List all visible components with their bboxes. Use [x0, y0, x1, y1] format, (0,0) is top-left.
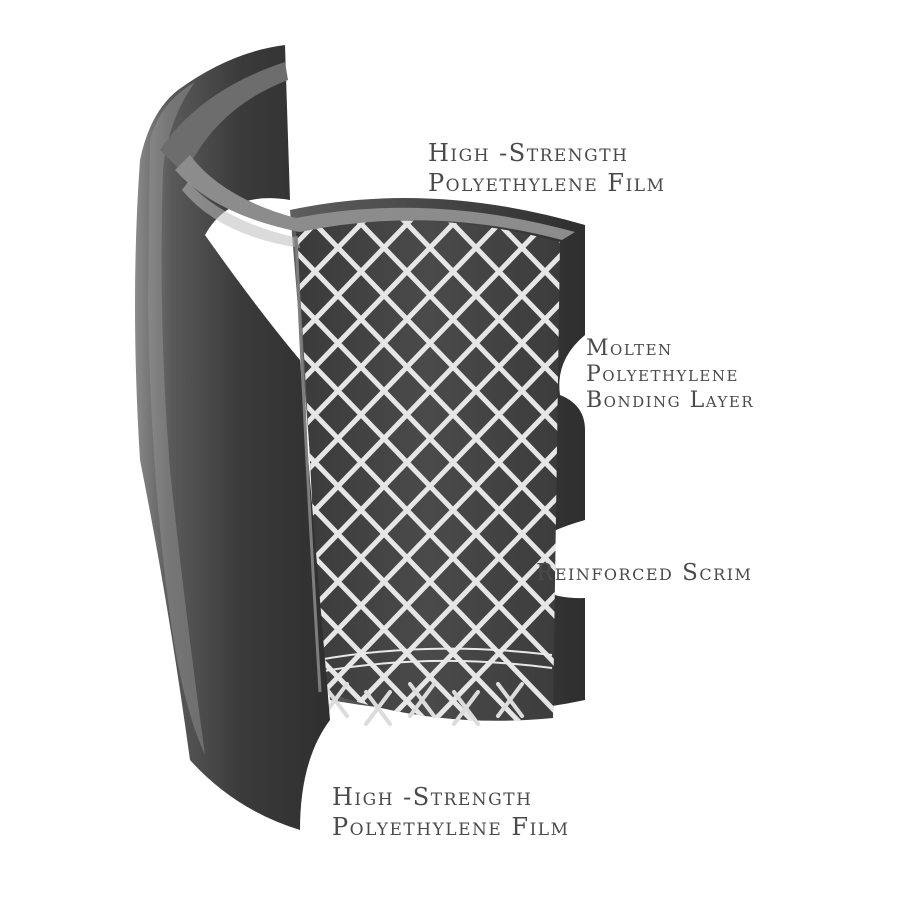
- scrim-strand: [660, 200, 900, 760]
- bottom-film-label: High -Strength Polyethylene Film: [332, 782, 569, 842]
- scrim-strand: [844, 200, 900, 760]
- bonding-layer-label-line3: Bonding Layer: [586, 388, 754, 414]
- scrim-strand: [0, 200, 16, 760]
- scrim-strand: [890, 200, 900, 760]
- scrim-strand: [752, 200, 900, 760]
- top-film-label-line1: High -Strength: [428, 138, 665, 168]
- bonding-layer-label: Molten Polyethylene Bonding Layer: [586, 336, 754, 414]
- scrim-strand: [0, 200, 62, 760]
- scrim-label: Reinforced Scrim: [536, 558, 752, 588]
- bottom-film-label-line2: Polyethylene Film: [332, 812, 569, 842]
- bonding-layer-label-line1: Molten: [586, 336, 754, 362]
- scrim-strand: [614, 200, 900, 760]
- scrim-label-line1: Reinforced Scrim: [536, 558, 752, 588]
- top-film-label-line2: Polyethylene Film: [428, 168, 665, 198]
- scrim-strand: [706, 200, 900, 760]
- top-film-label: High -Strength Polyethylene Film: [428, 138, 665, 198]
- bottom-film-label-line1: High -Strength: [332, 782, 569, 812]
- bonding-layer-label-line2: Polyethylene: [586, 362, 754, 388]
- scrim-strand: [798, 200, 900, 760]
- scrim-strand: [568, 200, 900, 760]
- scrim-strand: [0, 200, 154, 760]
- scrim-strand: [0, 200, 108, 760]
